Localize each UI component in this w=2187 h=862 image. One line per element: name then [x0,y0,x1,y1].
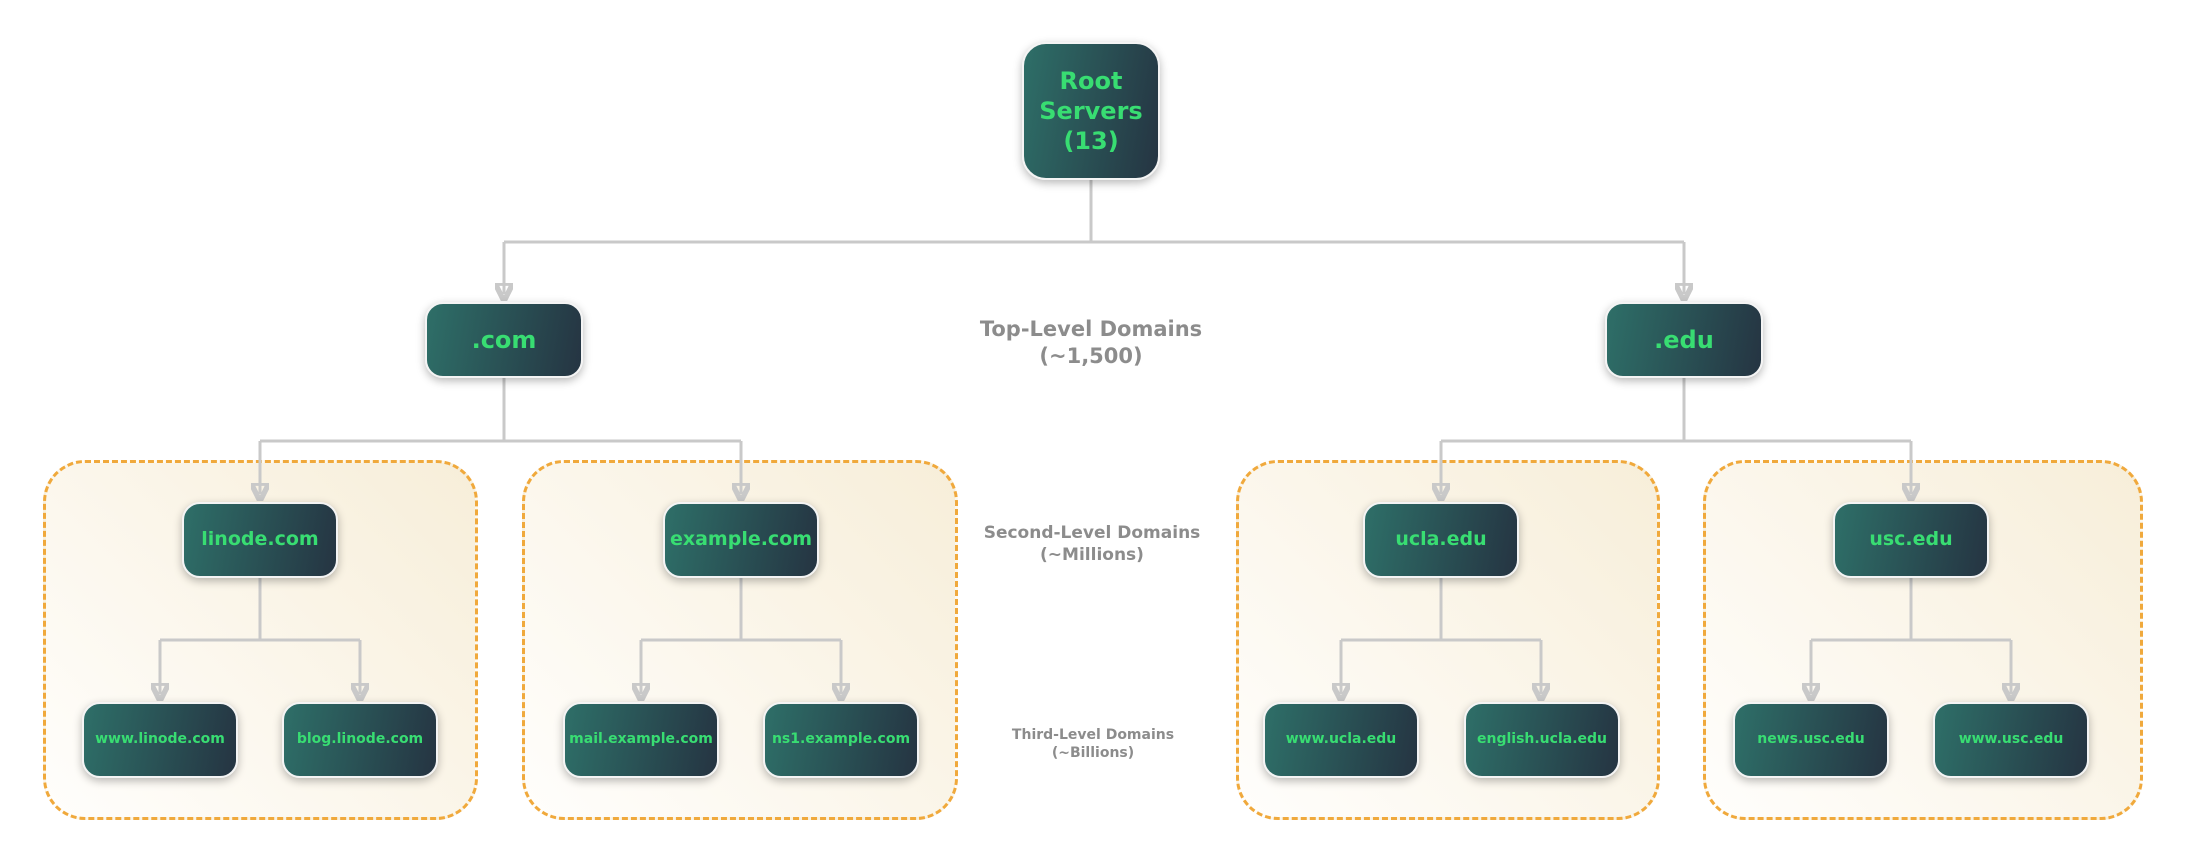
node-root-servers: Root Servers (13) [1022,42,1160,180]
node-english-ucla-edu: english.ucla.edu [1464,702,1620,778]
node-usc-edu: usc.edu [1833,502,1989,578]
label-second-level-line2: (~Millions) [1040,545,1144,565]
label-second-level-line1: Second-Level Domains [983,523,1201,543]
label-third-level-line2: (~Billions) [1051,745,1135,761]
node-ucla-edu: ucla.edu [1363,502,1519,578]
node-www-ucla-edu: www.ucla.edu [1263,702,1419,778]
node-www-usc-edu: www.usc.edu [1933,702,2089,778]
node-tld-edu: .edu [1605,302,1763,378]
node-mail-example-com: mail.example.com [563,702,719,778]
node-blog-linode-com: blog.linode.com [282,702,438,778]
label-third-level-line1: Third-Level Domains [1011,727,1175,743]
label-top-level-line1: Top-Level Domains [979,317,1203,341]
node-example-com: example.com [663,502,819,578]
label-top-level-line2: (~1,500) [1039,344,1143,368]
node-linode-com: linode.com [182,502,338,578]
label-third-level-domains: Third-Level Domains (~Billions) [1012,726,1174,762]
node-tld-com: .com [425,302,583,378]
node-ns1-example-com: ns1.example.com [763,702,919,778]
node-www-linode-com: www.linode.com [82,702,238,778]
label-second-level-domains: Second-Level Domains (~Millions) [984,522,1201,566]
label-top-level-domains: Top-Level Domains (~1,500) [980,316,1202,370]
node-news-usc-edu: news.usc.edu [1733,702,1889,778]
